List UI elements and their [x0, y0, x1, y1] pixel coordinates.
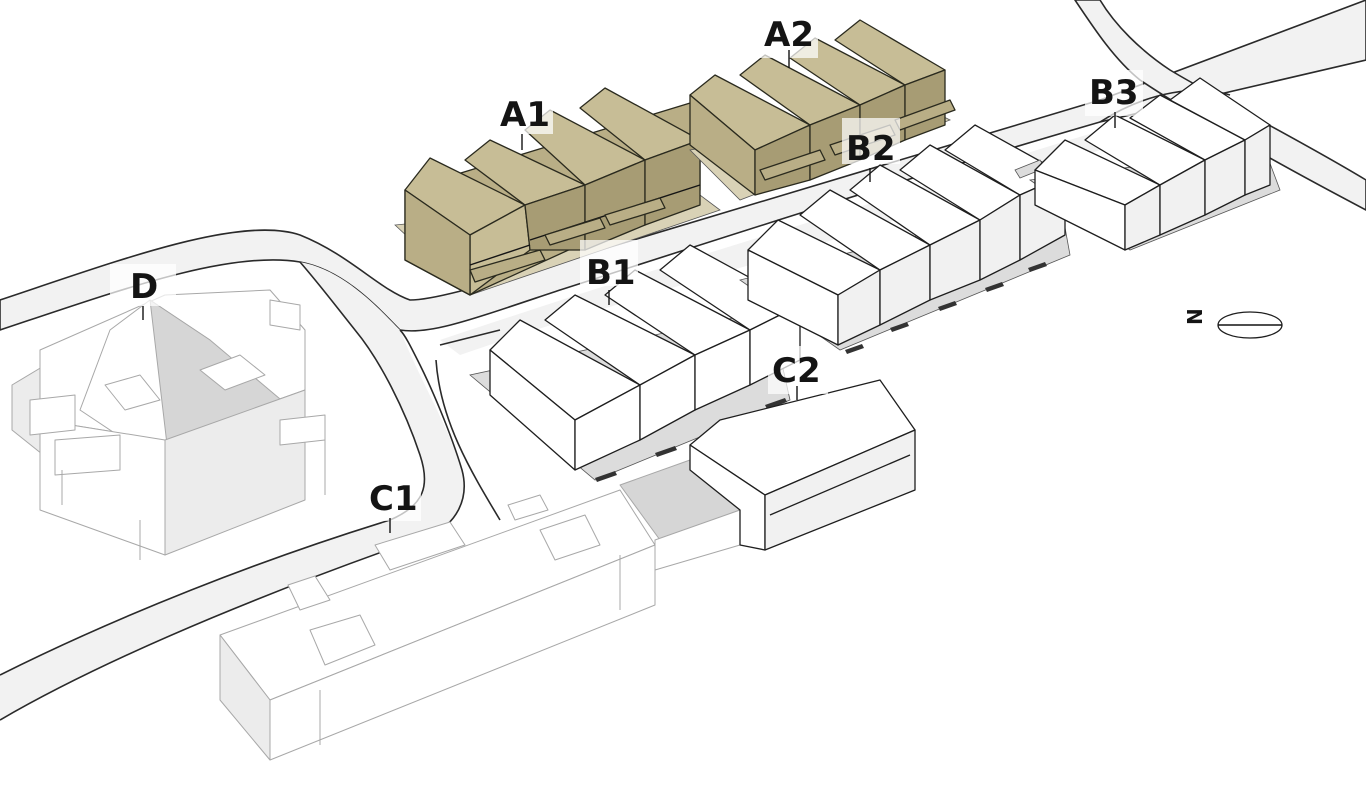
north-arrow: N	[1183, 308, 1283, 339]
label-b1-text: B1	[586, 253, 636, 293]
building-a1	[394, 87, 721, 296]
label-c2: C2	[768, 346, 828, 400]
label-c1: C1	[365, 475, 421, 533]
label-a2: A2	[760, 12, 818, 68]
label-a2-text: A2	[764, 15, 814, 55]
building-b2	[739, 124, 1071, 354]
label-c1-text: C1	[369, 479, 418, 519]
label-c2-text: C2	[772, 351, 821, 391]
label-b3-text: B3	[1089, 73, 1139, 113]
north-letter: N	[1183, 308, 1207, 325]
building-c2	[619, 379, 916, 571]
building-b3	[1014, 77, 1281, 251]
label-b3: B3	[1085, 70, 1143, 128]
building-d	[11, 289, 326, 560]
label-b2-text: B2	[846, 129, 896, 169]
label-d: D	[110, 264, 176, 320]
label-d-text: D	[130, 267, 158, 307]
label-a1-text: A1	[500, 95, 550, 135]
label-b2: B2	[842, 118, 900, 182]
label-b1: B1	[580, 240, 638, 305]
building-c1	[219, 489, 656, 761]
label-a1: A1	[495, 92, 553, 150]
